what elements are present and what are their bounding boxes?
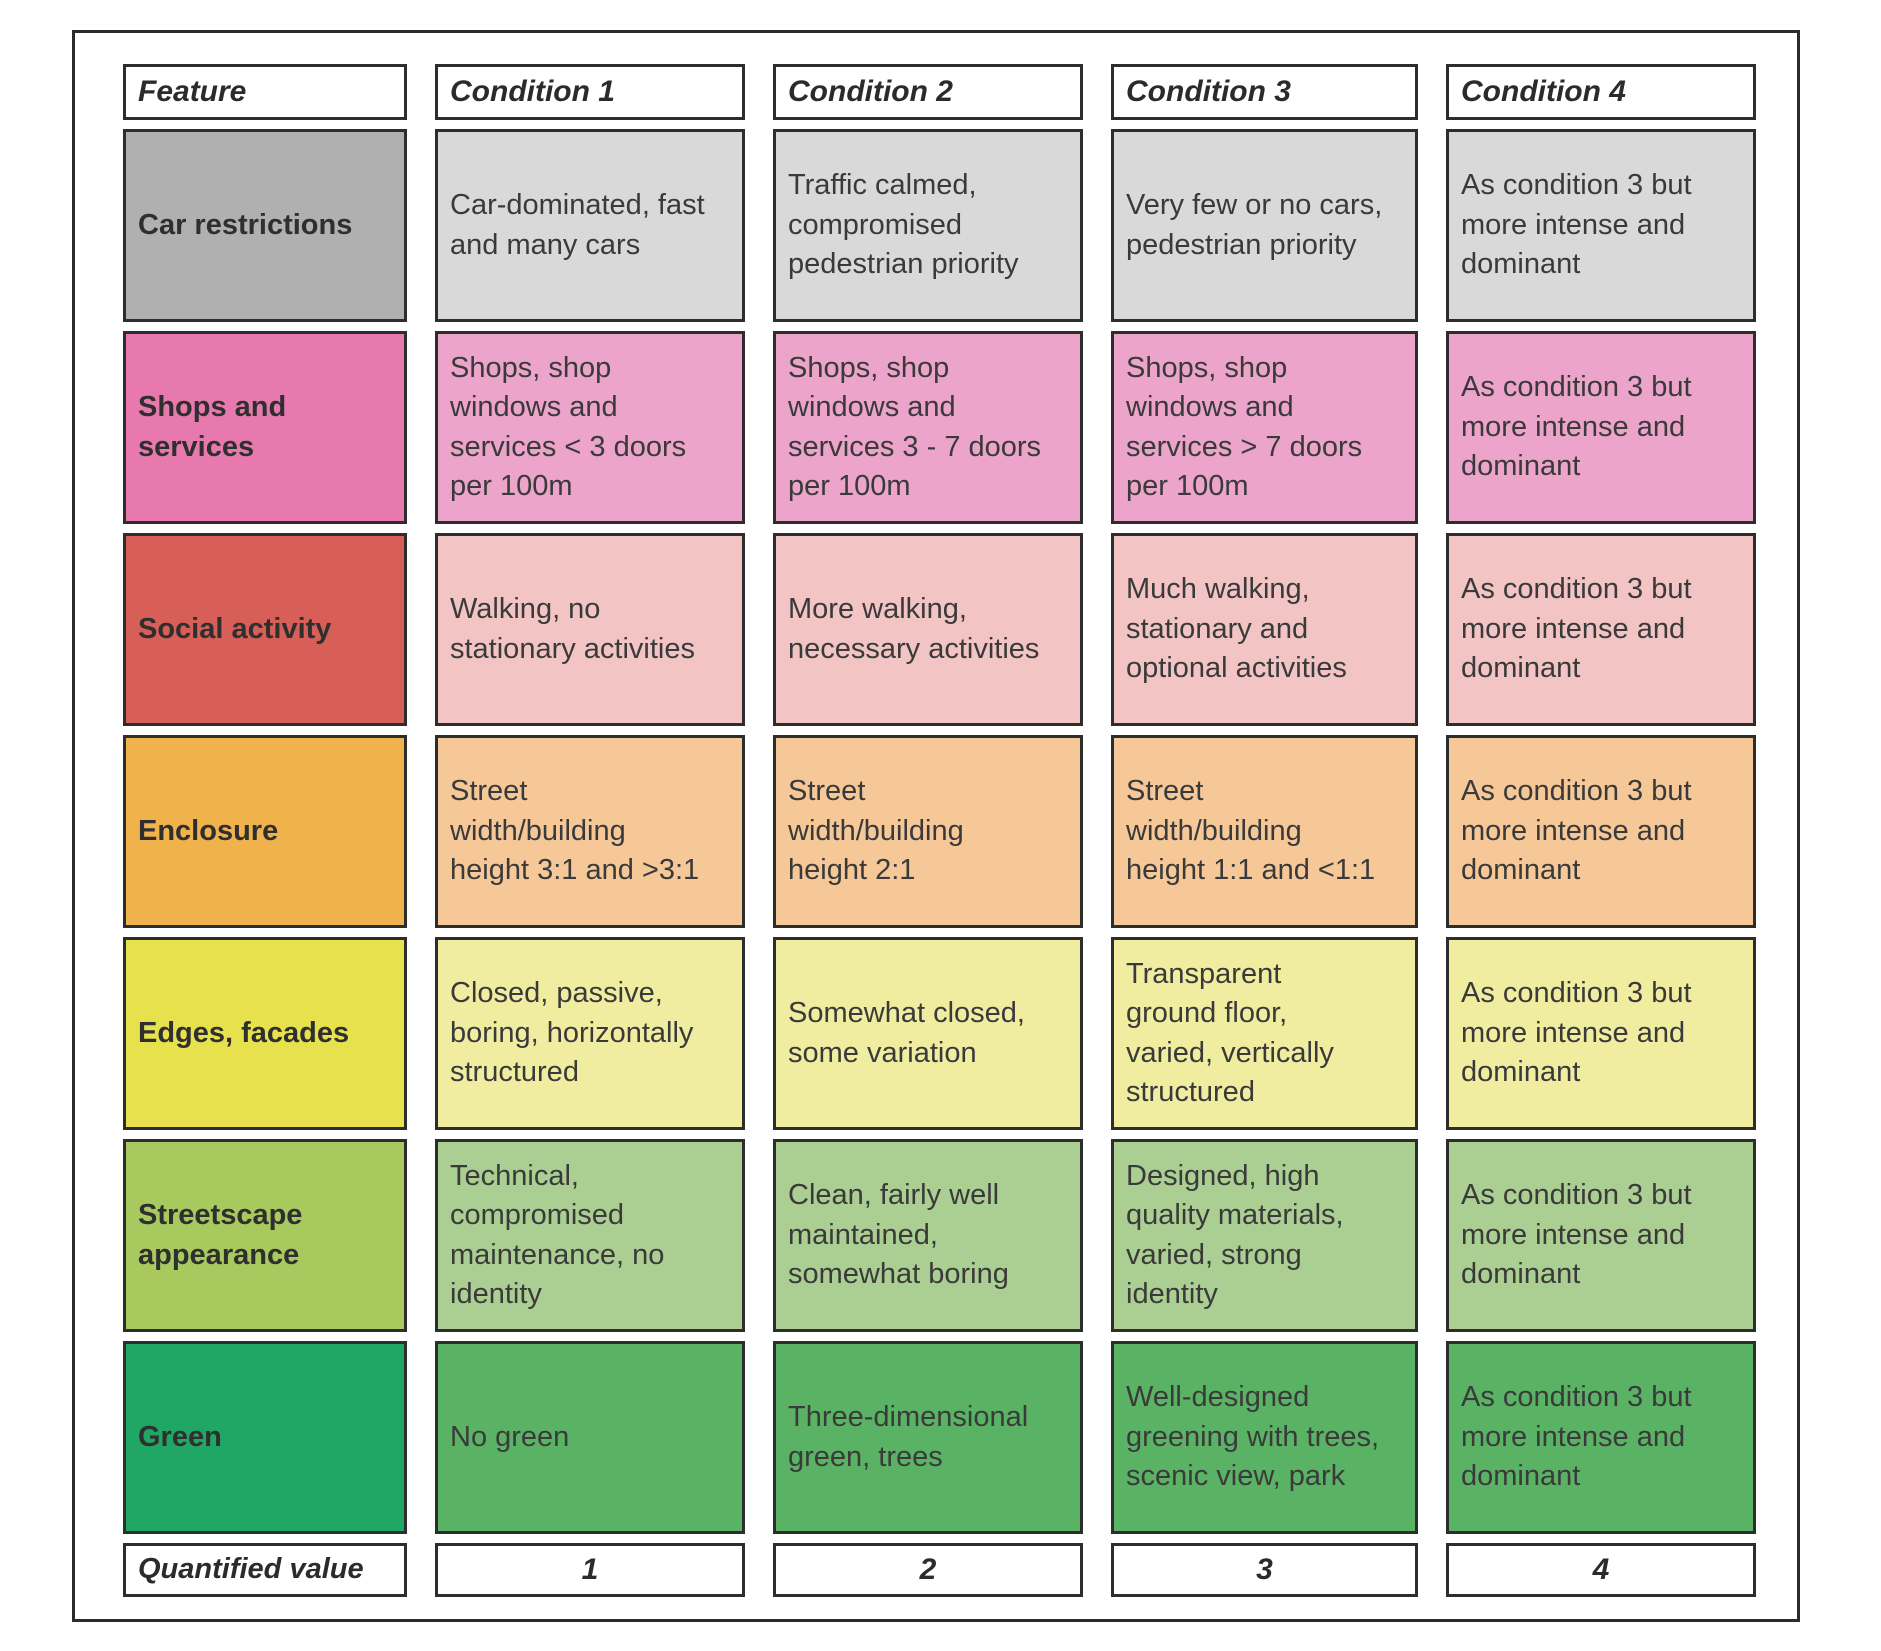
feature-streetscape-appearance: Streetscape appearance [123,1139,407,1332]
cell-green-condition-3: Well-designed greening with trees, sceni… [1111,1341,1418,1534]
cell-shops-condition-4: As condition 3 but more intense and domi… [1446,331,1756,524]
cell-social-condition-1: Walking, no stationary activities [435,533,745,726]
cell-enclosure-condition-1: Street width/building height 3:1 and >3:… [435,735,745,928]
cell-social-condition-2: More walking, necessary activities [773,533,1083,726]
cell-car-restrictions-condition-3: Very few or no cars, pedestrian priority [1111,129,1418,322]
footer-value-condition-1: 1 [435,1543,745,1597]
footer-value-condition-3: 3 [1111,1543,1418,1597]
header-condition-3: Condition 3 [1111,64,1418,120]
feature-enclosure: Enclosure [123,735,407,928]
cell-edges-condition-4: As condition 3 but more intense and domi… [1446,937,1756,1130]
cell-green-condition-2: Three-dimensional green, trees [773,1341,1083,1534]
feature-shops-and-services: Shops and services [123,331,407,524]
cell-green-condition-4: As condition 3 but more intense and domi… [1446,1341,1756,1534]
cell-car-restrictions-condition-2: Traffic calmed, compromised pedestrian p… [773,129,1083,322]
footer-quantified-value-label: Quantified value [123,1543,407,1597]
page-border: Feature Condition 1 Condition 2 Conditio… [72,30,1800,1622]
cell-enclosure-condition-2: Street width/building height 2:1 [773,735,1083,928]
feature-condition-table: Feature Condition 1 Condition 2 Conditio… [123,64,1756,1597]
footer-value-condition-2: 2 [773,1543,1083,1597]
cell-streetscape-condition-4: As condition 3 but more intense and domi… [1446,1139,1756,1332]
cell-edges-condition-3: Transparent ground floor, varied, vertic… [1111,937,1418,1130]
cell-streetscape-condition-1: Technical, compromised maintenance, no i… [435,1139,745,1332]
header-condition-2: Condition 2 [773,64,1083,120]
cell-green-condition-1: No green [435,1341,745,1534]
cell-streetscape-condition-2: Clean, fairly well maintained, somewhat … [773,1139,1083,1332]
feature-car-restrictions: Car restrictions [123,129,407,322]
feature-edges-facades: Edges, facades [123,937,407,1130]
cell-enclosure-condition-4: As condition 3 but more intense and domi… [1446,735,1756,928]
cell-shops-condition-3: Shops, shop windows and services > 7 doo… [1111,331,1418,524]
footer-value-condition-4: 4 [1446,1543,1756,1597]
cell-edges-condition-2: Somewhat closed, some variation [773,937,1083,1130]
header-condition-4: Condition 4 [1446,64,1756,120]
feature-green: Green [123,1341,407,1534]
cell-enclosure-condition-3: Street width/building height 1:1 and <1:… [1111,735,1418,928]
cell-social-condition-4: As condition 3 but more intense and domi… [1446,533,1756,726]
cell-streetscape-condition-3: Designed, high quality materials, varied… [1111,1139,1418,1332]
header-condition-1: Condition 1 [435,64,745,120]
header-feature: Feature [123,64,407,120]
cell-car-restrictions-condition-1: Car-dominated, fast and many cars [435,129,745,322]
cell-edges-condition-1: Closed, passive, boring, horizontally st… [435,937,745,1130]
feature-social-activity: Social activity [123,533,407,726]
cell-social-condition-3: Much walking, stationary and optional ac… [1111,533,1418,726]
cell-shops-condition-2: Shops, shop windows and services 3 - 7 d… [773,331,1083,524]
cell-car-restrictions-condition-4: As condition 3 but more intense and domi… [1446,129,1756,322]
cell-shops-condition-1: Shops, shop windows and services < 3 doo… [435,331,745,524]
